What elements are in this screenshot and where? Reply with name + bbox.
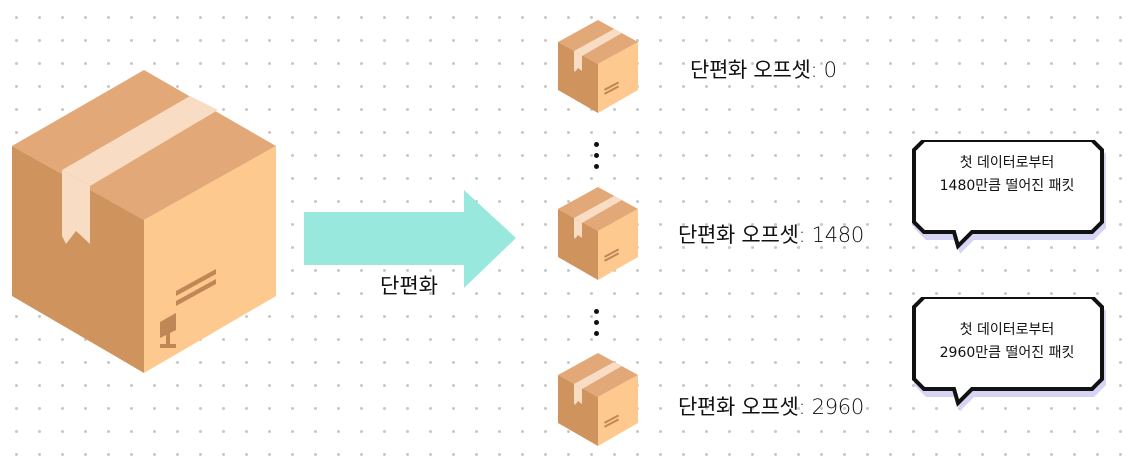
large-package-box-icon <box>12 70 276 373</box>
fragment-box-icon <box>558 353 638 446</box>
bubble-line: 2960만큼 떨어진 패킷 <box>939 345 1075 361</box>
speech-bubble-shape <box>912 140 1106 254</box>
speech-bubble: 첫 데이터로부터 2960만큼 떨어진 패킷 <box>912 297 1108 413</box>
vertical-ellipsis-icon <box>594 309 600 342</box>
fragment-offset-label: 단편화 오프셋: 2960 <box>678 395 864 419</box>
speech-bubble-shape <box>912 297 1106 411</box>
fragment-offset-label: 단편화 오프셋: 0 <box>690 58 837 82</box>
fragmentation-arrow <box>304 190 516 288</box>
fragment-box-icon <box>558 187 638 280</box>
bubble-line: 첫 데이터로부터 <box>959 155 1055 171</box>
speech-bubble: 첫 데이터로부터 1480만큼 떨어진 패킷 <box>912 140 1108 256</box>
bubble-line: 1480만큼 떨어진 패킷 <box>939 178 1075 194</box>
vertical-ellipsis-icon <box>594 142 600 175</box>
fragment-box-icon <box>558 20 638 113</box>
bubble-line: 첫 데이터로부터 <box>959 322 1055 338</box>
arrow-label: 단편화 <box>380 274 438 298</box>
fragment-offset-label: 단편화 오프셋: 1480 <box>678 223 864 247</box>
